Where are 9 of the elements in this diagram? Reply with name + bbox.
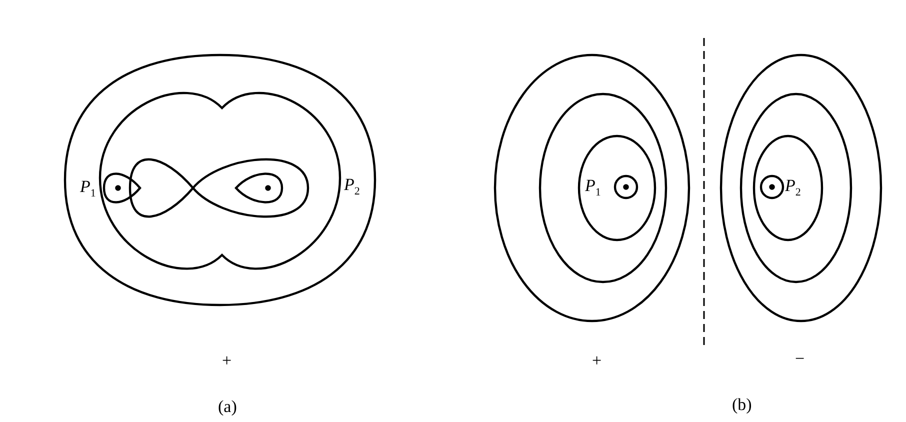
panel-label: (b) <box>732 396 752 413</box>
sign-label: + <box>592 352 602 369</box>
sign-label: + <box>222 352 232 369</box>
point-label: P$_{2}$ <box>344 176 360 198</box>
panel-label: (a) <box>218 398 237 415</box>
point-label: P$_{1}$ <box>80 178 96 200</box>
point-label: P$_{1}$ <box>585 177 601 198</box>
point-label: P$_{2}$ <box>785 177 801 198</box>
sign-label: − <box>795 350 805 367</box>
